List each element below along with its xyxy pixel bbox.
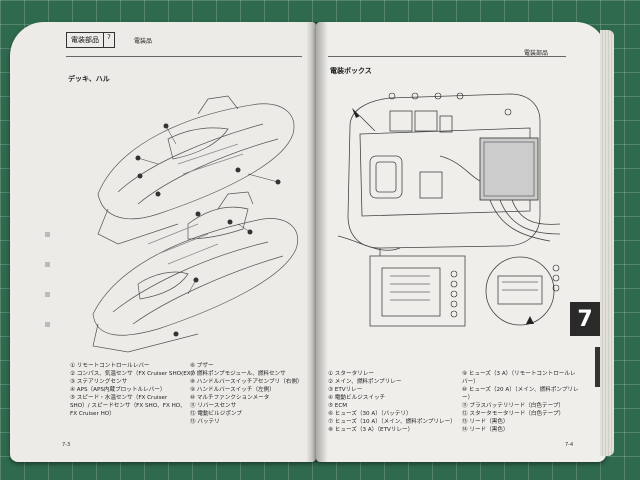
right-legend-col1: ① スタータリレー ② メイン、燃料ポンプリレー ③ ETVリレー ④ 電動ビル… — [328, 370, 460, 434]
left-legend-col2: ⑥ ブザー ⑦ 燃料ポンプモジュール、燃料センサ ⑧ ハンドルバースイッチアセン… — [190, 362, 303, 426]
legend-item: ⑩ マルチファンクションメータ — [190, 395, 270, 401]
left-page — [10, 22, 316, 462]
legend-item: ⑪ プラスバッテリリード（白色テープ） — [462, 403, 565, 409]
electrical-box-illustration — [337, 92, 561, 327]
legend-item: ⑦ 燃料ポンプモジュール、燃料センサ — [190, 371, 286, 377]
left-header-rule — [66, 56, 302, 57]
legend-item: ④ APS（APS内蔵ブロットルレバー） — [70, 387, 166, 393]
legend-item: ⑥ ヒューズ（30 A）（バッテリ） — [328, 411, 412, 417]
left-header-title: 電装部品 — [67, 33, 104, 47]
legend-item: ② メイン、燃料ポンプリレー — [328, 379, 402, 385]
legend-item: ⑪ リバースセンサ — [190, 403, 237, 409]
legend-item: ④ 電動ビルジスイッチ — [328, 395, 386, 401]
legend-item: ⑬ リード（黒色） — [462, 419, 509, 425]
legend-item: ③ ETVリレー — [328, 387, 363, 393]
legend-item: ⑭ リード（黒色） — [462, 427, 509, 433]
binding-holes — [45, 232, 50, 327]
left-header-badge: 7 — [107, 34, 111, 41]
left-page-number: 7-3 — [62, 442, 71, 448]
legend-item: ⑩ ヒューズ（20 A）（メイン、燃料ポンプリレー） — [462, 387, 579, 401]
legend-item: ⑤ ECM — [328, 403, 348, 409]
legend-item: ⑫ スタータモータリード（白色テープ） — [462, 411, 565, 417]
left-header-subtitle: 電装品 — [134, 38, 153, 45]
legend-item: ⑬ バッテリ — [190, 419, 220, 425]
right-page-number: 7-4 — [565, 442, 574, 448]
legend-item: ⑦ ヒューズ（10 A）（メイン、燃料ポンプリレー） — [328, 419, 456, 425]
legend-item: ⑨ ヒューズ（3 A）（リモートコントロールレバー） — [462, 371, 576, 385]
left-section-title: デッキ、ハル — [68, 75, 110, 83]
legend-item: ⑧ ハンドルバースイッチアセンブリ（右側） — [190, 379, 303, 385]
legend-item: ① リモートコントロールレバー — [70, 363, 150, 369]
legend-item: ② コンパス、気温センサ（FX Cruiser SHO(EX)） — [70, 371, 199, 377]
legend-item: ③ ステアリングセンサ — [70, 379, 128, 385]
chapter-tab: 7 — [570, 302, 600, 336]
book-gutter — [306, 22, 328, 462]
legend-item: ① スタータリレー — [328, 371, 374, 377]
right-header-rule — [328, 56, 566, 57]
legend-item: ⑫ 電動ビルジポンプ — [190, 411, 242, 417]
legend-item: ⑥ ブザー — [190, 363, 214, 369]
legend-item: ⑤ スピード・水温センサ（FX Cruiser SHO）/ スピードセンサ（FX… — [70, 395, 186, 417]
left-legend-col1: ① リモートコントロールレバー ② コンパス、気温センサ（FX Cruiser … — [70, 362, 199, 418]
legend-item: ⑨ ハンドルバースイッチ（左側） — [190, 387, 275, 393]
legend-item: ⑧ ヒューズ（3 A）（ETVリレー） — [328, 427, 414, 433]
right-legend-col2: ⑨ ヒューズ（3 A）（リモートコントロールレバー） ⑩ ヒューズ（20 A）（… — [462, 370, 580, 434]
right-header-subtitle: 電装部品 — [524, 50, 549, 57]
jet-ski-illustration — [92, 95, 298, 353]
left-header-box: 電装部品 7 — [66, 32, 115, 48]
open-manual: 電装部品 7 電装品 デッキ、ハル — [10, 22, 614, 470]
right-section-title: 電装ボックス — [330, 67, 372, 75]
page-edges — [600, 30, 614, 456]
chapter-tab-strip — [595, 347, 600, 387]
